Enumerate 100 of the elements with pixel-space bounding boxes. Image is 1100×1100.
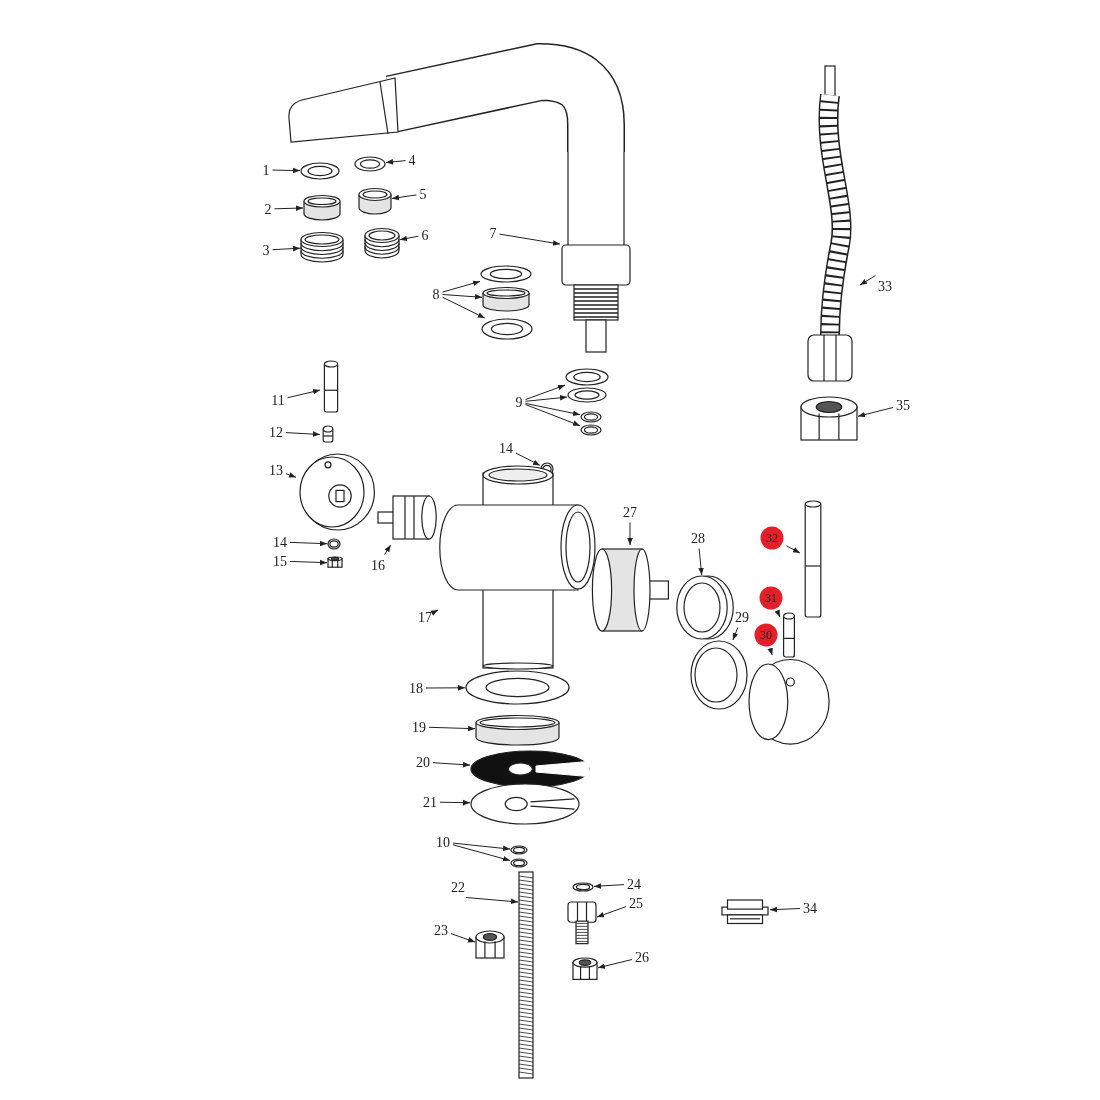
callout-number: 24: [627, 876, 641, 892]
handle-cap-drawing: [296, 452, 376, 532]
ring-drawing: [475, 715, 560, 745]
leader-line: [593, 883, 625, 889]
pin-drawing: [320, 425, 336, 445]
leader-line: [442, 296, 486, 319]
ring-drawing: [358, 188, 392, 214]
callout-number: 14: [273, 534, 287, 550]
leader-line: [442, 280, 481, 293]
callout-number: 17: [418, 609, 432, 625]
washer-drawing: [480, 265, 532, 283]
callout-number: 8: [432, 286, 440, 302]
leader-line: [428, 725, 476, 732]
leader-line: [399, 235, 419, 242]
leader-line: [425, 685, 466, 691]
callout-number: 19: [412, 719, 426, 735]
leader-line: [596, 906, 627, 918]
callout-number: 32: [760, 526, 784, 550]
leader-line: [452, 842, 511, 852]
callout-number: 4: [408, 152, 416, 168]
washer-drawing: [327, 538, 341, 550]
leader-line: [430, 609, 439, 616]
callout-number: 25: [629, 895, 643, 911]
callout-number: 5: [419, 186, 427, 202]
leader-line: [515, 452, 541, 466]
nut-drawing: [327, 556, 343, 570]
leader-line: [769, 906, 801, 913]
washer-drawing: [580, 424, 602, 436]
leader-line: [597, 959, 633, 969]
leader-line: [857, 407, 894, 418]
callout-number: 28: [691, 530, 705, 546]
pin-drawing: [780, 612, 798, 660]
ring-drawing: [675, 575, 735, 640]
leader-line: [439, 799, 471, 806]
leader-line: [272, 167, 301, 174]
leader-line: [732, 627, 739, 641]
washer-drawing: [510, 858, 528, 868]
washer-drawing: [510, 845, 528, 855]
valve-body-drawing: [438, 465, 596, 670]
callout-number: 11: [271, 392, 285, 408]
leader-line: [285, 472, 297, 478]
callout-number: 26: [635, 949, 649, 965]
fitting-drawing: [567, 900, 597, 945]
callout-number: 22: [451, 879, 465, 895]
leader-line: [272, 245, 301, 252]
callout-number: 20: [416, 754, 430, 770]
callout-number: 16: [371, 557, 385, 573]
leader-line: [384, 544, 392, 555]
callout-number: 34: [803, 900, 817, 916]
leader-line: [465, 897, 519, 905]
ring-drawing: [303, 195, 341, 220]
leader-line: [859, 275, 876, 286]
leader-line: [450, 933, 476, 943]
callout-number: 13: [269, 462, 283, 478]
leader-line: [525, 402, 581, 416]
washer-drawing: [572, 882, 594, 892]
callout-number: 15: [273, 553, 287, 569]
callout-number: 27: [623, 504, 637, 520]
callout-number: 9: [515, 394, 523, 410]
callout-number: 21: [423, 794, 437, 810]
leader-line: [698, 548, 704, 576]
cap-drawing: [690, 640, 748, 710]
threaded-ring-drawing: [364, 228, 400, 258]
leader-line: [442, 294, 483, 300]
leader-line: [786, 545, 801, 554]
plug-drawing: [720, 898, 770, 924]
callout-number: 35: [896, 397, 910, 413]
leader-line: [525, 384, 566, 401]
leader-line: [499, 233, 561, 246]
leader-line: [432, 761, 471, 768]
threaded-ring-drawing: [300, 232, 344, 262]
washer-drawing: [565, 368, 609, 386]
leader-line: [452, 844, 511, 862]
callout-number: 30: [754, 623, 778, 647]
callout-number: 14: [499, 440, 513, 456]
leader-line: [627, 522, 633, 546]
leader-line: [287, 389, 321, 399]
washer-drawing: [354, 156, 386, 172]
threaded-rod-drawing: [518, 870, 534, 1080]
leader-line: [289, 540, 328, 547]
leader-line: [391, 194, 417, 201]
callout-number: 29: [735, 609, 749, 625]
callout-number: 33: [878, 278, 892, 294]
plate-drawing: [470, 750, 590, 788]
callout-number: 12: [269, 424, 283, 440]
plate-drawing: [470, 783, 580, 825]
callout-number: 18: [409, 680, 423, 696]
leader-line: [385, 159, 406, 165]
washer-drawing: [465, 670, 570, 705]
callout-number: 3: [262, 242, 270, 258]
washer-drawing: [481, 318, 533, 340]
callout-number: 6: [421, 227, 429, 243]
leader-line: [285, 431, 321, 437]
callout-number: 23: [434, 922, 448, 938]
washer-drawing: [300, 162, 340, 180]
washer-drawing: [567, 387, 607, 403]
leader-line: [274, 205, 304, 211]
callout-number: 7: [489, 225, 497, 241]
ring-drawing: [482, 287, 530, 311]
leader-line: [289, 559, 328, 566]
